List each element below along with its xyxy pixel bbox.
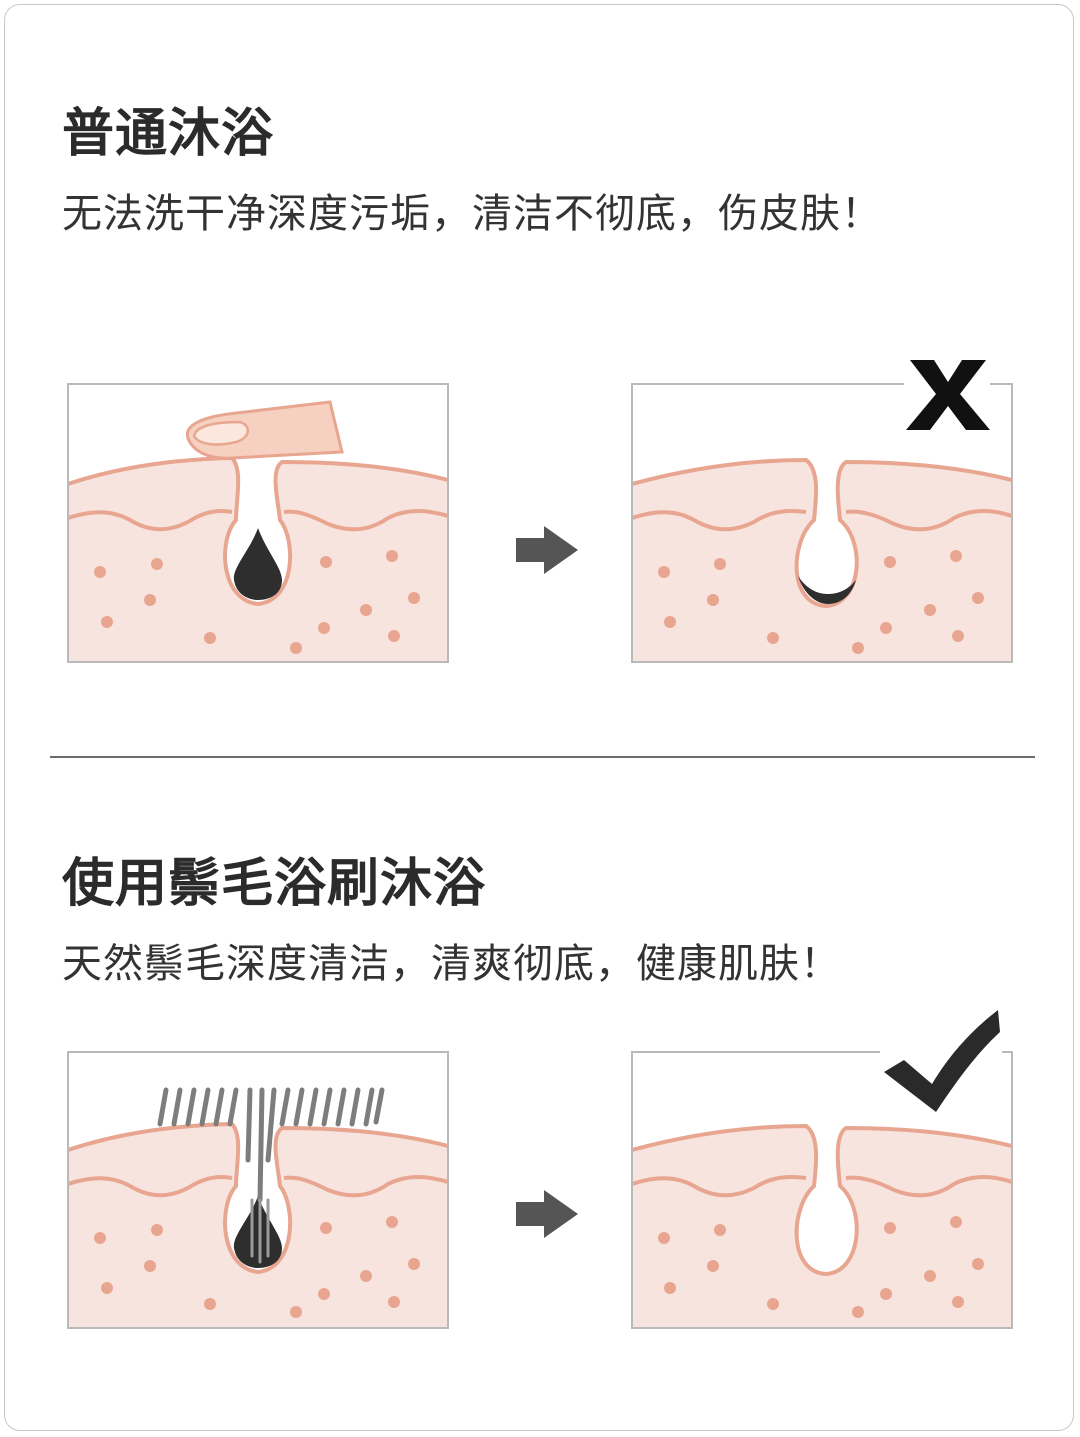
section-divider [50,756,1035,758]
normal-bath-illustration [67,352,1013,663]
section-subtitle-normal-bath: 无法洗干净深度污垢，清洁不彻底，伤皮肤！ [62,191,882,237]
panel-after-normal [632,457,1012,662]
bristle-brush-icon [157,1087,385,1264]
check-mark-icon [880,1006,1002,1116]
panel-before-brush [68,1087,448,1328]
section-subtitle-bristle-brush-bath: 天然鬃毛深度清洁，清爽彻底，健康肌肤！ [62,941,841,987]
arrow-right-icon [516,526,578,574]
finger-icon [185,400,344,460]
panel-before-normal [68,400,448,662]
section-title-bristle-brush-bath: 使用鬃毛浴刷沐浴 [62,854,487,914]
card-frame [4,4,1074,1431]
section-title-normal-bath: 普通沐浴 [62,104,275,164]
x-mark-icon [904,352,990,430]
panel-after-brush [632,1123,1012,1328]
arrow-right-icon [516,1190,578,1238]
bristle-brush-bath-illustration [67,1006,1013,1329]
